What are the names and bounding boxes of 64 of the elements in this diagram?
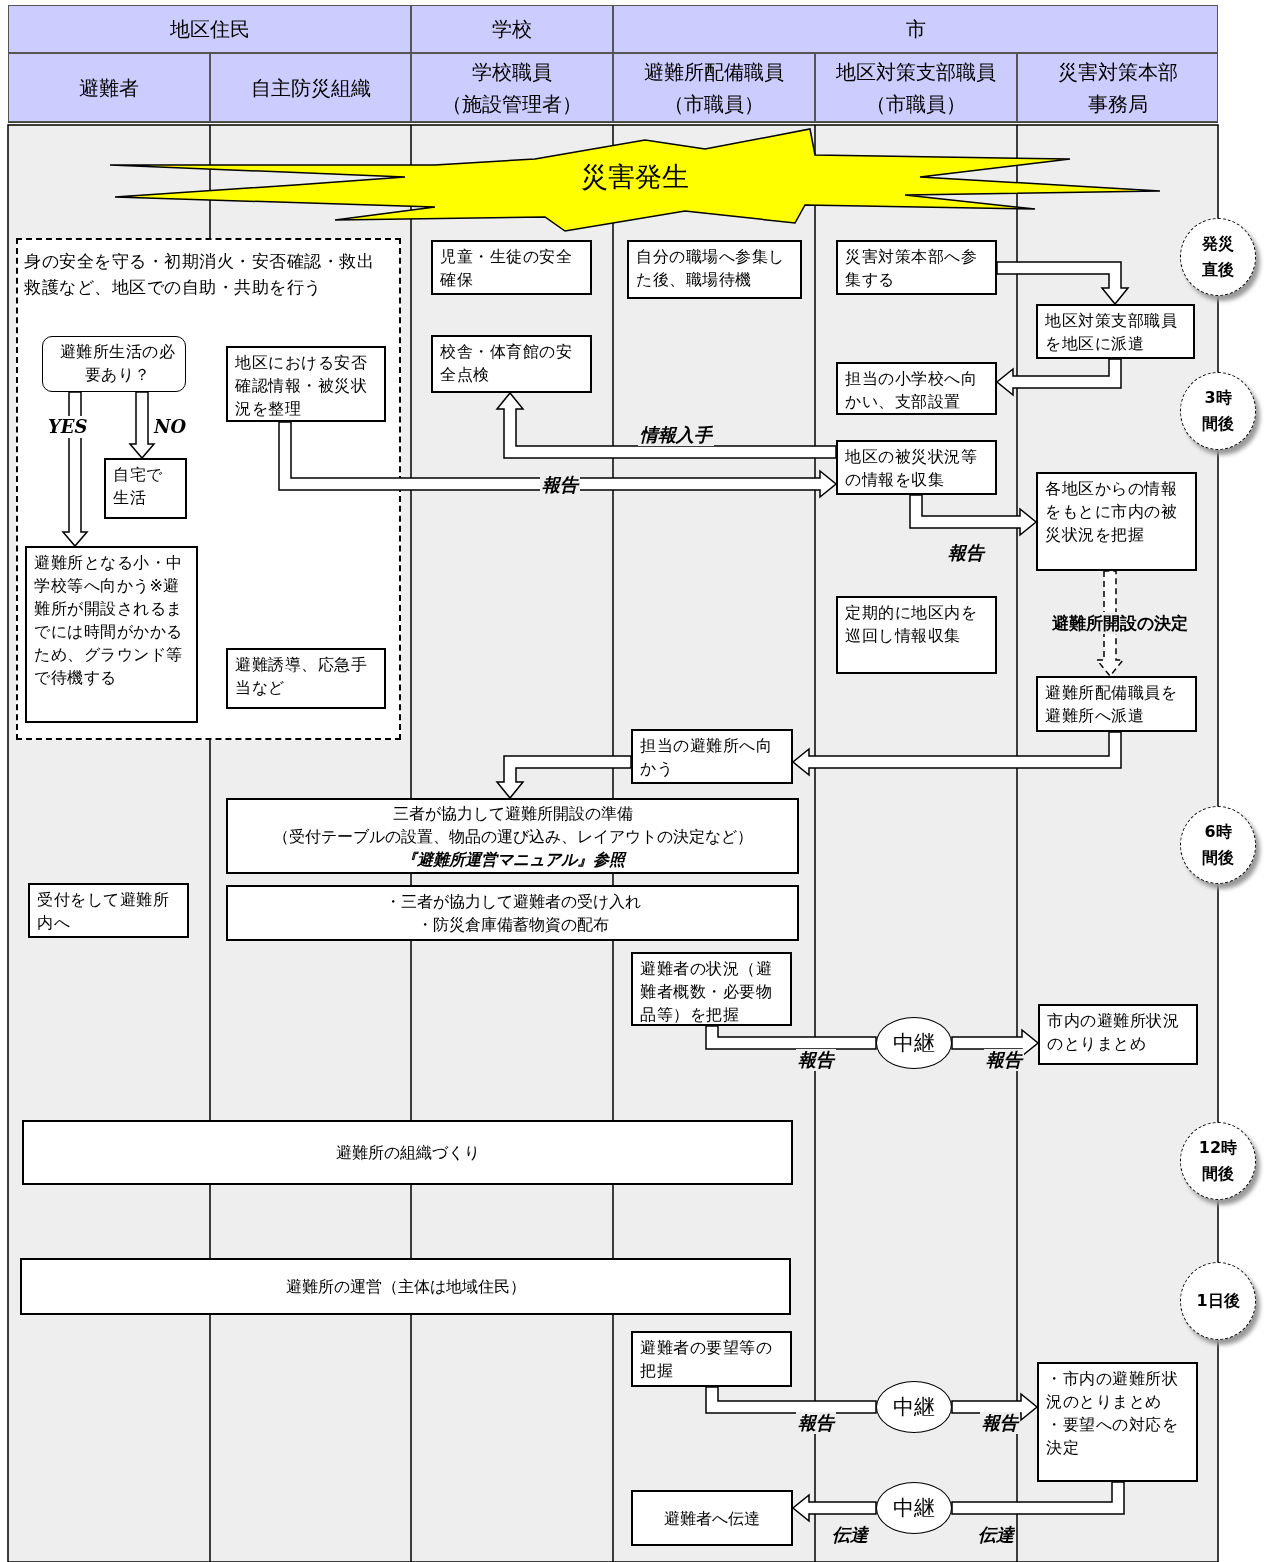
block-arrow <box>705 1386 877 1414</box>
process-box: 避難所の組織づくり <box>22 1120 793 1185</box>
process-box: 三者が協力して避難所開設の準備 （受付テーブルの設置、物品の運び込み、レイアウトの決定など） 『避難所運営マニュアル』参照 <box>226 798 799 874</box>
time-circle: 12時間後 <box>1180 1122 1256 1200</box>
block-arrow <box>951 1392 1039 1422</box>
time-circle: 3時間後 <box>1180 372 1256 450</box>
block-arrow <box>996 261 1130 306</box>
header-cell: 学校職員（施設管理者） <box>411 53 613 122</box>
edge-label: 伝達 <box>976 1524 1016 1546</box>
time-circle: 1日後 <box>1180 1262 1256 1340</box>
header-cell: 避難者 <box>8 53 210 122</box>
header-cell: 市 <box>613 5 1218 53</box>
process-box: 災害対策本部へ参集する <box>836 240 997 295</box>
block-arrow <box>951 1028 1040 1058</box>
edge-label: 報告 <box>946 542 986 564</box>
process-box: 担当の小学校へ向かい、支部設置 <box>836 362 997 415</box>
rounded-box: 避難所生活の必要あり？ <box>42 336 186 392</box>
block-arrow <box>128 391 156 460</box>
edge-label: 避難所開設の決定 <box>1050 612 1190 634</box>
block-arrow <box>495 755 632 800</box>
process-box: 地区対策支部職員を地区に派遣 <box>1036 304 1195 359</box>
process-box: 避難所の運営（主体は地域住民） <box>20 1258 791 1315</box>
block-arrow <box>705 1025 877 1050</box>
process-box: 定期的に地区内を巡回し情報収集 <box>836 596 997 674</box>
edge-label: 報告 <box>980 1412 1020 1434</box>
block-arrow <box>791 731 1122 777</box>
process-box: 各地区からの情報をもとに市内の被災状況を把握 <box>1036 472 1197 571</box>
block-arrow <box>791 1493 877 1523</box>
group-text: 身の安全を守る・初期消火・安否確認・救出救護など、地区での自助・共助を行う <box>24 250 375 299</box>
process-box: 受付をして避難所内へ <box>28 883 189 938</box>
process-box: 地区の被災状況等の情報を収集 <box>836 440 997 495</box>
edge-label: 報告 <box>540 474 580 496</box>
process-box: 避難誘導、応急手当など <box>226 648 386 709</box>
edge-label: 報告 <box>796 1049 836 1071</box>
process-box: 地区における安否確認情報・被災状況を整理 <box>226 346 386 422</box>
edge-label: 伝達 <box>830 1524 870 1546</box>
header-cell: 地区対策支部職員（市職員） <box>815 53 1017 122</box>
block-arrow <box>495 391 837 459</box>
process-box: 自宅で生活 <box>104 458 187 519</box>
process-box: 担当の避難所へ向かう <box>631 729 793 784</box>
process-box: 避難所となる小・中学校等へ向かう※避難所が開設されるまでには時間がかかるため、グラウンド等で待機する <box>25 546 198 723</box>
edge-label: YES <box>46 416 90 438</box>
process-box: ・三者が協力して避難者の受け入れ ・防災倉庫備蓄物資の配布 <box>226 885 799 941</box>
process-box: 避難所配備職員を避難所へ派遣 <box>1036 676 1197 732</box>
header-cell: 災害対策本部事務局 <box>1017 53 1218 122</box>
process-box: 校舎・体育館の安全点検 <box>431 335 592 393</box>
header-cell: 地区住民 <box>8 5 411 53</box>
edge-label: 報告 <box>984 1049 1024 1071</box>
header-cell: 学校 <box>411 5 613 53</box>
process-box: 児童・生徒の安全確保 <box>431 240 592 295</box>
edge-label: 情報入手 <box>638 424 714 446</box>
block-arrow <box>951 1481 1125 1515</box>
header-cell: 自主防災組織 <box>210 53 411 122</box>
header-cell: 避難所配備職員（市職員） <box>613 53 815 122</box>
block-arrow <box>909 494 1038 537</box>
process-box: 避難者へ伝達 <box>631 1490 793 1546</box>
edge-label: 報告 <box>796 1412 836 1434</box>
dashed-group-box <box>16 238 401 740</box>
process-box: 自分の職場へ参集した後、職場待機 <box>627 240 802 299</box>
block-arrow <box>995 358 1122 397</box>
time-circle: 6時間後 <box>1180 806 1256 884</box>
process-box: 避難者の要望等の把握 <box>631 1331 792 1387</box>
block-arrow <box>278 421 838 499</box>
process-box: 市内の避難所状況のとりまとめ <box>1038 1004 1198 1065</box>
